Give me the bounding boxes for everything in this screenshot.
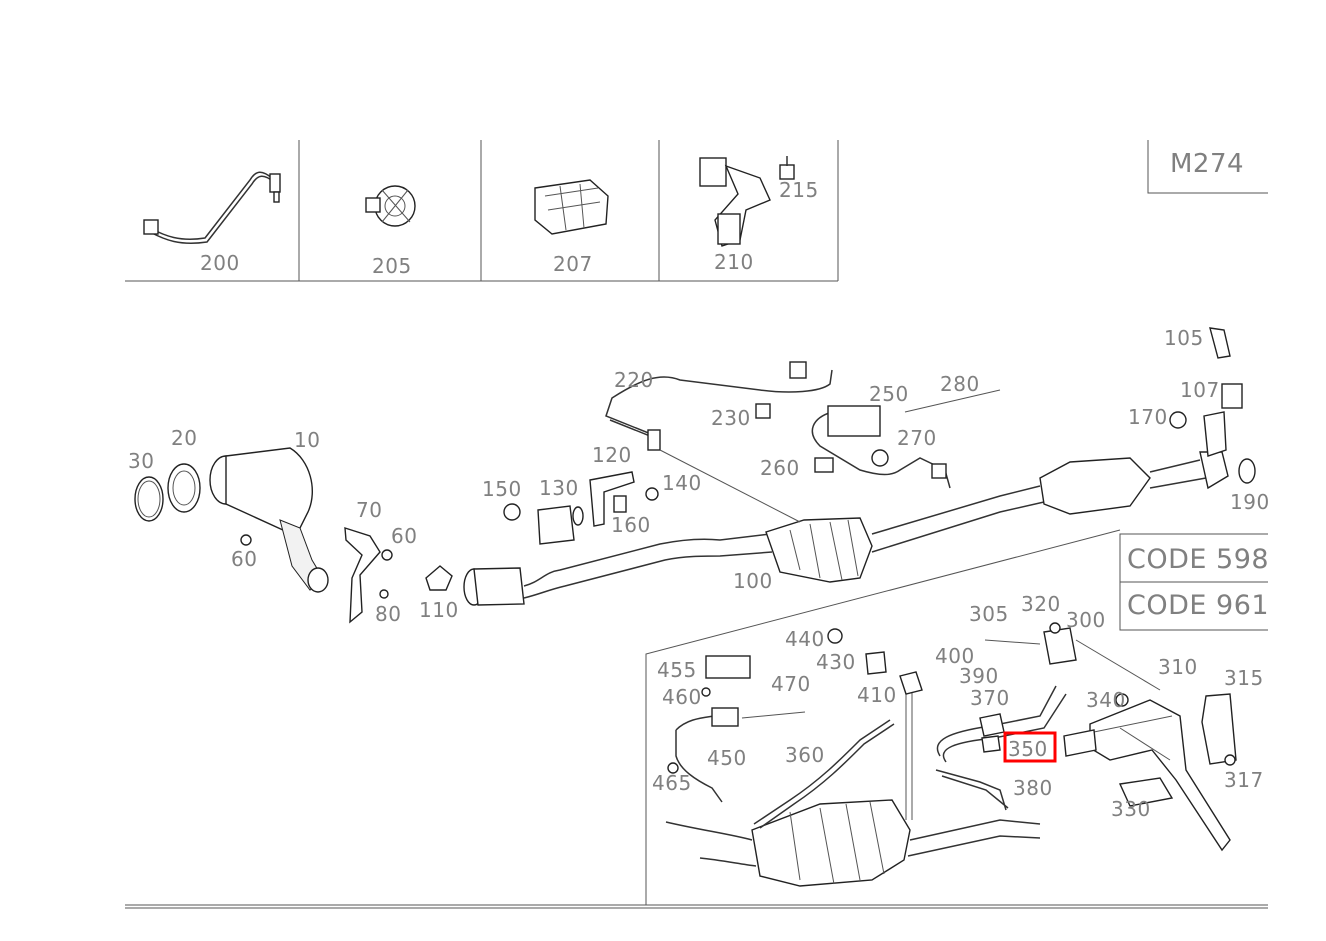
part-430-label[interactable]: 430 bbox=[816, 650, 856, 674]
part-270-label[interactable]: 270 bbox=[897, 426, 937, 450]
part-220-label[interactable]: 220 bbox=[614, 368, 654, 392]
part-120-label[interactable]: 120 bbox=[592, 443, 632, 467]
part-80-label[interactable]: 80 bbox=[375, 602, 401, 626]
inset-drawing bbox=[665, 622, 1237, 887]
part-305-label[interactable]: 305 bbox=[969, 602, 1009, 626]
part-160-label[interactable]: 160 bbox=[611, 513, 651, 537]
part-310-label[interactable]: 310 bbox=[1158, 655, 1198, 679]
part-callouts: 200 205 207 210 215 10 20 30 60 60 70 80… bbox=[128, 178, 1270, 821]
engine-label-box: M274 bbox=[1147, 140, 1268, 194]
part-30-label[interactable]: 30 bbox=[128, 449, 154, 473]
part-300-label[interactable]: 300 bbox=[1066, 608, 1106, 632]
part-210-label[interactable]: 210 bbox=[714, 250, 754, 274]
part-150-label[interactable]: 150 bbox=[482, 477, 522, 501]
part-107-label[interactable]: 107 bbox=[1180, 378, 1220, 402]
part-440-label[interactable]: 440 bbox=[785, 627, 825, 651]
part-280-label[interactable]: 280 bbox=[940, 372, 980, 396]
part-360-label[interactable]: 360 bbox=[785, 743, 825, 767]
part-315-label[interactable]: 315 bbox=[1224, 666, 1264, 690]
part-130-label[interactable]: 130 bbox=[539, 476, 579, 500]
part-455-label[interactable]: 455 bbox=[657, 658, 697, 682]
part-105-label[interactable]: 105 bbox=[1164, 326, 1204, 350]
inset-frame bbox=[125, 529, 1268, 909]
part-170-label[interactable]: 170 bbox=[1128, 405, 1168, 429]
part-250-label[interactable]: 250 bbox=[869, 382, 909, 406]
part-317-label[interactable]: 317 bbox=[1224, 768, 1264, 792]
part-350-hotspot[interactable]: 350 bbox=[1003, 731, 1057, 763]
part-460-label[interactable]: 460 bbox=[662, 685, 702, 709]
part-465-label[interactable]: 465 bbox=[652, 771, 692, 795]
part-207-label[interactable]: 207 bbox=[553, 252, 593, 276]
part-20-label[interactable]: 20 bbox=[171, 426, 197, 450]
part-70-label[interactable]: 70 bbox=[356, 498, 382, 522]
part-100-label[interactable]: 100 bbox=[733, 569, 773, 593]
part-320-label[interactable]: 320 bbox=[1021, 592, 1061, 616]
part-140-label[interactable]: 140 bbox=[662, 471, 702, 495]
code-598-label: CODE 598 bbox=[1127, 544, 1269, 575]
part-205-drawing bbox=[365, 185, 416, 227]
part-60a-label[interactable]: 60 bbox=[231, 547, 257, 571]
part-260-label[interactable]: 260 bbox=[760, 456, 800, 480]
part-380-label[interactable]: 380 bbox=[1013, 776, 1053, 800]
part-450-label[interactable]: 450 bbox=[707, 746, 747, 770]
part-350-label[interactable]: 350 bbox=[1008, 737, 1048, 761]
part-215-label[interactable]: 215 bbox=[779, 178, 819, 202]
part-210-drawing bbox=[699, 156, 795, 247]
detail-boxes bbox=[125, 140, 839, 282]
part-205-label[interactable]: 205 bbox=[372, 254, 412, 278]
part-410-label[interactable]: 410 bbox=[857, 683, 897, 707]
part-60b-label[interactable]: 60 bbox=[391, 524, 417, 548]
part-470-label[interactable]: 470 bbox=[771, 672, 811, 696]
part-110-label[interactable]: 110 bbox=[419, 598, 459, 622]
part-10-label[interactable]: 10 bbox=[294, 428, 320, 452]
part-400-label[interactable]: 400 bbox=[935, 644, 975, 668]
part-390-label[interactable]: 390 bbox=[959, 664, 999, 688]
part-190-label[interactable]: 190 bbox=[1230, 490, 1270, 514]
code-961-label: CODE 961 bbox=[1127, 590, 1269, 621]
part-207-drawing bbox=[534, 179, 609, 235]
part-370-label[interactable]: 370 bbox=[970, 686, 1010, 710]
part-230-label[interactable]: 230 bbox=[711, 406, 751, 430]
highlight-box bbox=[1003, 731, 1057, 763]
code-boxes: CODE 598 CODE 961 bbox=[1119, 533, 1269, 631]
part-330-label[interactable]: 330 bbox=[1111, 797, 1151, 821]
part-200-drawing bbox=[143, 171, 281, 244]
main-exhaust-drawing bbox=[134, 327, 1256, 624]
part-200-label[interactable]: 200 bbox=[200, 251, 240, 275]
part-340-label[interactable]: 340 bbox=[1086, 688, 1126, 712]
engine-label: M274 bbox=[1170, 149, 1244, 179]
